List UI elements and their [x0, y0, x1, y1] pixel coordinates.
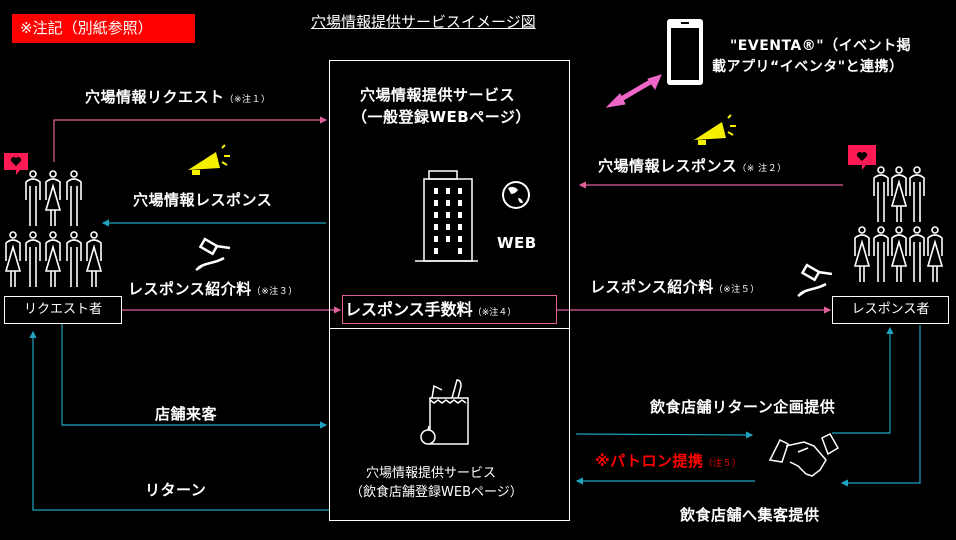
response-fee-label: レスポンス手数料 [345, 300, 473, 319]
bottom-service-title: 穴場情報提供サービス [366, 466, 497, 481]
response-fee-note: （※注４） [472, 308, 517, 318]
plan-label: 飲食店舗リターン企画提供 [650, 398, 836, 416]
heart-speech-icon-right [848, 145, 876, 170]
visit-arrow [61, 324, 328, 429]
visit-label: 店舗来客 [155, 405, 218, 423]
return-label: リターン [145, 481, 207, 499]
request-arrow [53, 116, 328, 162]
plan-arrow [832, 326, 894, 434]
customer-arrow [840, 325, 921, 487]
customer-label: 飲食店舗へ集客提供 [680, 506, 820, 524]
megaphone-icon [188, 144, 230, 175]
grocery-bag-icon [420, 379, 469, 445]
right-response-label: 穴場情報レスポンス（※ 注２） [598, 157, 787, 175]
return-arrow [29, 330, 329, 511]
left-fee-label: レスポンス紹介料（※注３） [128, 280, 298, 298]
response-fee-box: レスポンス手数料（※注４） [342, 295, 557, 324]
megaphone-icon-right [694, 114, 736, 145]
right-response-note: （※ 注２） [737, 164, 787, 174]
bottom-service-subtitle: （飲食店舗登録WEBページ） [350, 485, 523, 500]
money-hand-icon [195, 237, 231, 272]
web-label: WEB [497, 234, 537, 252]
top-service-subtitle: （一般登録WEBページ） [352, 108, 531, 126]
right-fee-label: レスポンス紹介料（※注５） [590, 278, 760, 296]
restaurant-web-service-box [329, 328, 570, 521]
eventa-line2: 載アプリ“イベンタ"と連携） [712, 59, 904, 75]
diagram-title: 穴場情報提供サービスイメージ図 [311, 13, 536, 31]
handshake-icon [768, 433, 840, 477]
request-note: （※注１） [224, 95, 271, 105]
to-handshake-arrow [575, 431, 754, 439]
responder-box: レスポンス者 [832, 296, 949, 324]
globe-icon [502, 181, 530, 209]
requester-box: リクエスト者 [4, 296, 122, 324]
heart-speech-icon [4, 153, 28, 175]
responder-people-icon [853, 166, 944, 282]
left-response-label: 穴場情報レスポンス [133, 191, 273, 209]
requester-people-icon [4, 170, 103, 287]
sync-double-arrow [605, 74, 662, 108]
top-service-title: 穴場情報提供サービス [360, 86, 516, 104]
right-fee-note: （※注５） [713, 285, 760, 295]
left-fee-note: （※注３） [251, 287, 298, 297]
patron-label: ※パトロン提携（注５） [595, 452, 742, 470]
eventa-line1: "EVENTA®"（イベント掲 [730, 38, 912, 54]
money-hand-icon-right [797, 263, 833, 298]
patron-note: （注５） [703, 459, 742, 469]
smartphone-icon [667, 19, 703, 85]
note-label: ※注記（別紙参照） [12, 14, 195, 43]
request-label: 穴場情報リクエスト（※注１） [85, 88, 271, 106]
building-icon [415, 170, 478, 262]
